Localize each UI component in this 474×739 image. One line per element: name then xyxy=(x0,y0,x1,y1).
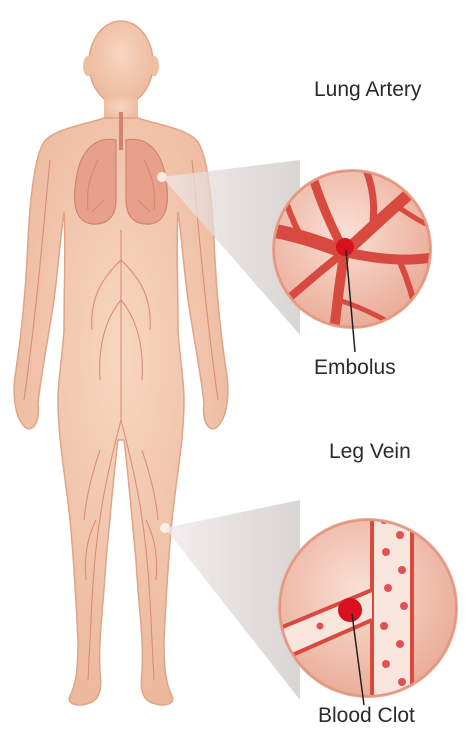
embolus-label: Embolus xyxy=(314,356,396,380)
leg-vein-inset xyxy=(165,500,458,720)
human-body-figure xyxy=(14,21,228,705)
head xyxy=(89,21,153,105)
leg-vein-label: Leg Vein xyxy=(329,440,411,464)
blood-clot-marker xyxy=(338,598,362,622)
embolus-marker xyxy=(336,238,354,256)
lung-artery-label: Lung Artery xyxy=(314,78,421,102)
blood-clot-label: Blood Clot xyxy=(318,704,415,728)
